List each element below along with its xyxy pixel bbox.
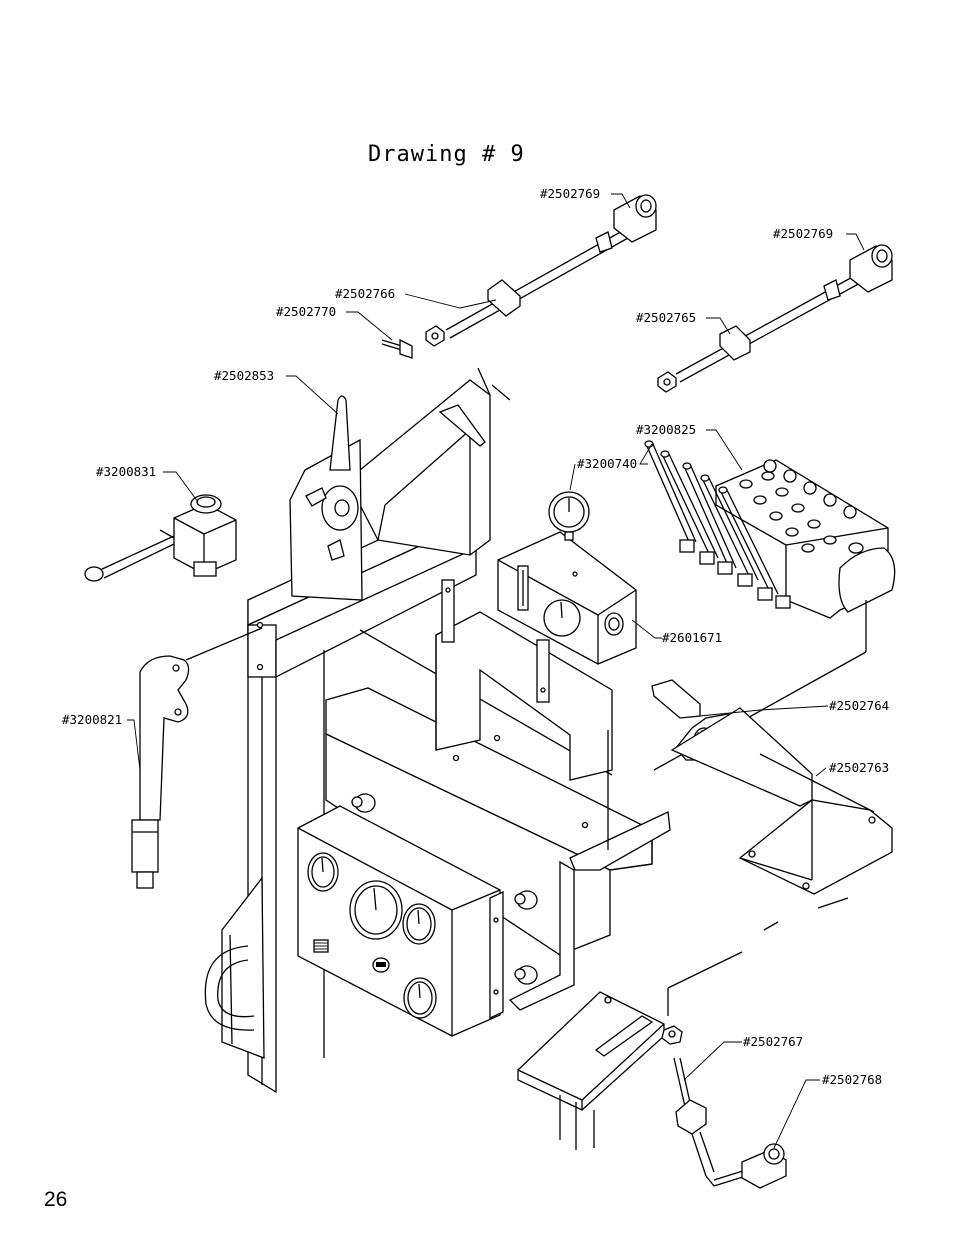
callout-2502768: #2502768 (822, 1072, 882, 1087)
bottom-plate (517, 951, 743, 1150)
tie-rod-upper (425, 194, 657, 347)
valve-bank (644, 440, 896, 771)
lever-assembly (289, 395, 363, 601)
tie-rod-right (657, 244, 893, 393)
callout-3200740: #3200740 (577, 456, 637, 471)
callout-3200825: #3200825 (636, 422, 696, 437)
valve-ports (739, 471, 864, 554)
leader-lines (127, 193, 865, 1149)
callout-2502769-top: #2502769 (540, 186, 600, 201)
valve-body (84, 494, 237, 582)
callout-2502769-right: #2502769 (773, 226, 833, 241)
pressure-gauge-icon (548, 491, 590, 541)
callout-2502770: #2502770 (276, 304, 336, 319)
mounting-box (325, 611, 671, 1011)
foot-pedal (651, 679, 893, 931)
callout-2502766: #2502766 (335, 286, 395, 301)
callout-2502763: #2502763 (829, 760, 889, 775)
lever-handle-3200821 (131, 627, 263, 889)
callout-3200831: #3200831 (96, 464, 156, 479)
control-panel (297, 793, 538, 1037)
callout-2502765: #2502765 (636, 310, 696, 325)
main-frame (247, 367, 613, 1094)
manifold-block (441, 531, 637, 703)
grab-handle-icon (204, 876, 265, 1059)
callout-2601671: #2601671 (662, 630, 722, 645)
callout-2502767: #2502767 (743, 1034, 803, 1049)
lower-rod (661, 1025, 787, 1189)
callout-labels: #2502769 #2502769 #2502766 #2502770 #250… (62, 186, 889, 1087)
bolt-icon (351, 793, 538, 985)
callout-2502764: #2502764 (829, 698, 889, 713)
drawing-title: Drawing # 9 (368, 142, 525, 167)
pin-2502770 (381, 338, 413, 359)
page-number: 26 (44, 1188, 68, 1211)
callout-3200821: #3200821 (62, 712, 122, 727)
callout-2502853: #2502853 (214, 368, 274, 383)
